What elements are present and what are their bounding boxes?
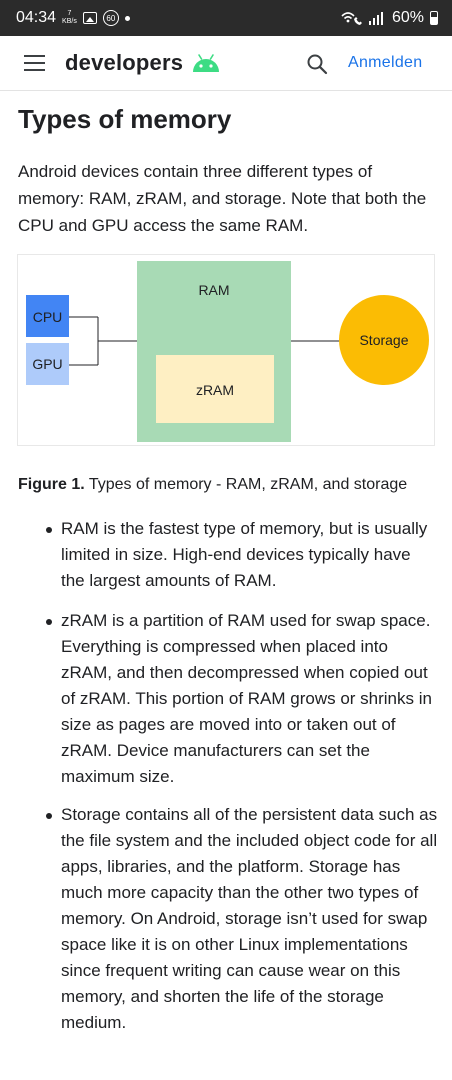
android-logo-icon xyxy=(193,54,220,72)
memory-types-figure: CPU GPU RAM zRAM Storage xyxy=(17,254,435,446)
menu-icon[interactable] xyxy=(24,55,45,71)
zram-label: zRAM xyxy=(196,382,234,398)
more-notifications-dot-icon xyxy=(124,15,130,21)
wifi-call-icon xyxy=(341,12,362,25)
gpu-label: GPU xyxy=(32,356,62,372)
page-title: Types of memory xyxy=(18,104,232,134)
sign-in-button[interactable]: Anmelden xyxy=(348,54,423,71)
network-speed-unit: KB/s xyxy=(62,18,77,25)
status-bar: 04:34 7 KB/s 60 60% xyxy=(0,0,452,36)
status-time: 04:34 xyxy=(16,9,57,26)
logo-text: developers xyxy=(65,50,184,75)
status-right: 60% xyxy=(340,0,438,36)
battery-icon xyxy=(430,11,438,25)
figure-caption-text: Types of memory - RAM, zRAM, and storage xyxy=(84,476,408,493)
gallery-icon xyxy=(82,12,97,24)
notification-count-badge: 60 xyxy=(102,10,119,26)
network-speed-value: 7 xyxy=(67,10,72,17)
list-item-zram: zRAM is a partition of RAM used for swap… xyxy=(0,608,452,790)
cpu-box xyxy=(26,295,69,337)
list-item-storage: Storage contains all of the persistent d… xyxy=(0,802,452,1036)
gpu-box xyxy=(26,343,69,385)
zram-box xyxy=(156,355,274,423)
cpu-label: CPU xyxy=(33,309,63,325)
top-app-bar: developers Anmelden xyxy=(0,36,452,91)
storage-circle xyxy=(339,295,429,385)
list-item-ram: RAM is the fastest type of memory, but i… xyxy=(0,516,452,594)
ram-label: RAM xyxy=(198,282,229,298)
storage-label: Storage xyxy=(359,332,408,348)
memory-diagram: CPU GPU RAM zRAM Storage xyxy=(26,261,429,442)
developers-logo[interactable]: developers xyxy=(65,46,221,80)
network-speed: 7 KB/s xyxy=(62,10,77,26)
signal-icon xyxy=(368,12,383,25)
battery-percent: 60% xyxy=(391,9,424,26)
figure-caption-label: Figure 1. xyxy=(18,476,85,493)
search-icon[interactable] xyxy=(305,52,329,76)
figure-caption: Figure 1. Types of memory - RAM, zRAM, a… xyxy=(18,476,407,494)
intro-paragraph: Android devices contain three different … xyxy=(18,162,427,235)
memory-types-list: RAM is the fastest type of memory, but i… xyxy=(0,516,452,1036)
